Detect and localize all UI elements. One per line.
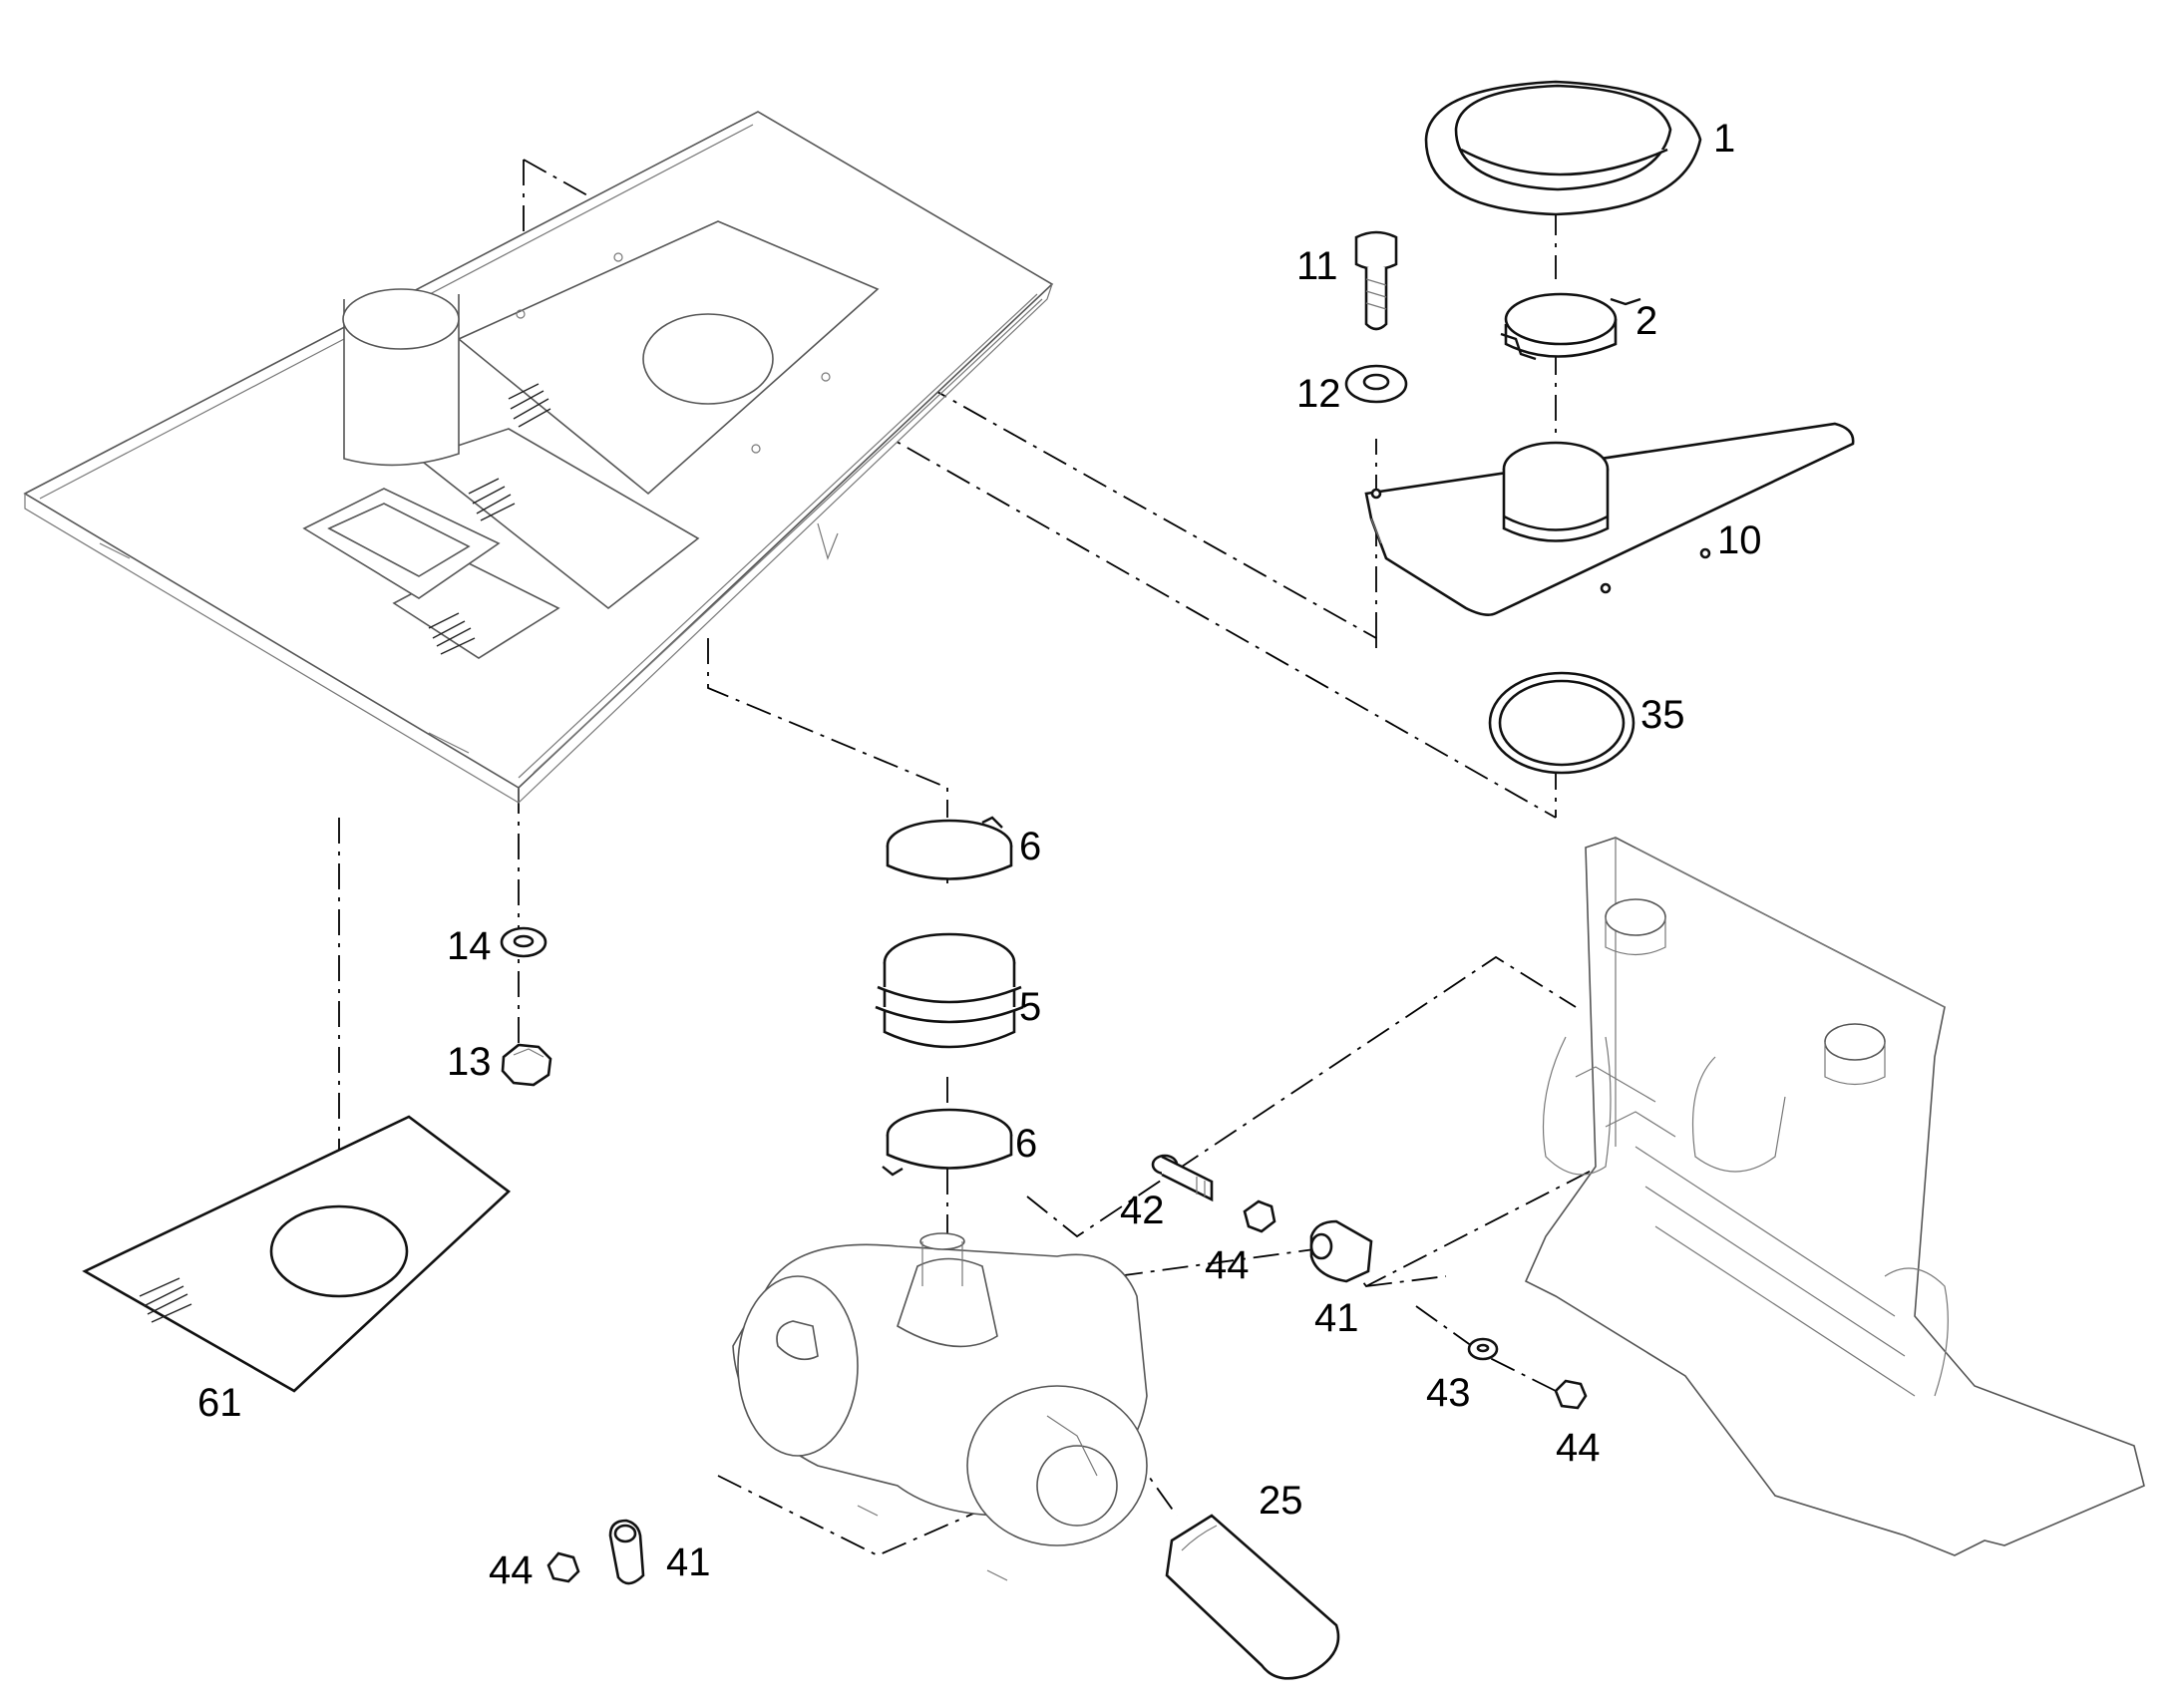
washer-43 (1467, 1337, 1499, 1361)
plate-hatch-marks (428, 383, 551, 655)
callout-labels: 1 2 11 12 10 35 6 5 6 14 13 42 44 41 43 … (197, 117, 1762, 1592)
callout-44-right: 44 (1556, 1426, 1601, 1470)
callout-61: 61 (197, 1381, 242, 1425)
callout-41-left: 41 (666, 1540, 711, 1584)
bolt-11 (1354, 230, 1398, 331)
nut-13 (501, 1043, 552, 1087)
bolt-42 (1151, 1154, 1214, 1202)
bushing-41-left (608, 1519, 645, 1585)
nut-44-mid (1243, 1199, 1276, 1233)
cover-plate (23, 111, 1054, 805)
callout-5: 5 (1019, 985, 1041, 1029)
washer-14 (500, 926, 547, 958)
hose-clamp-6-upper (886, 816, 1013, 880)
air-cleaner-cap (1424, 80, 1702, 216)
clamp-2 (1500, 292, 1641, 361)
nut-44-left (546, 1551, 580, 1583)
callout-10: 10 (1717, 518, 1762, 562)
mounting-bracket-10 (1364, 422, 1855, 616)
inlet-nozzle-25 (1165, 1514, 1340, 1680)
callout-42: 42 (1120, 1189, 1165, 1232)
callout-2: 2 (1635, 299, 1657, 343)
callout-14: 14 (447, 924, 492, 968)
callout-43: 43 (1426, 1371, 1471, 1415)
bushing-41-right (1309, 1219, 1373, 1283)
gasket-sheet (82, 1115, 512, 1393)
hose-clamp-6-lower (882, 1108, 1013, 1177)
air-cleaner-housing (732, 1232, 1148, 1581)
callout-13: 13 (447, 1040, 492, 1084)
callout-11: 11 (1296, 244, 1338, 288)
nut-44-right (1554, 1379, 1588, 1410)
seal-ring-35 (1488, 671, 1635, 775)
callout-25: 25 (1259, 1479, 1303, 1523)
engine-frame (1524, 837, 2145, 1556)
washer-12 (1344, 364, 1408, 404)
callout-35: 35 (1640, 693, 1685, 737)
callout-41-right: 41 (1314, 1296, 1359, 1340)
callout-12: 12 (1296, 372, 1341, 416)
callout-6-lower: 6 (1015, 1122, 1037, 1166)
callout-6-upper: 6 (1019, 825, 1041, 868)
callout-1: 1 (1713, 117, 1735, 161)
hose-5 (875, 932, 1024, 1049)
callout-44-left: 44 (489, 1548, 534, 1592)
callout-44-mid: 44 (1205, 1243, 1250, 1287)
